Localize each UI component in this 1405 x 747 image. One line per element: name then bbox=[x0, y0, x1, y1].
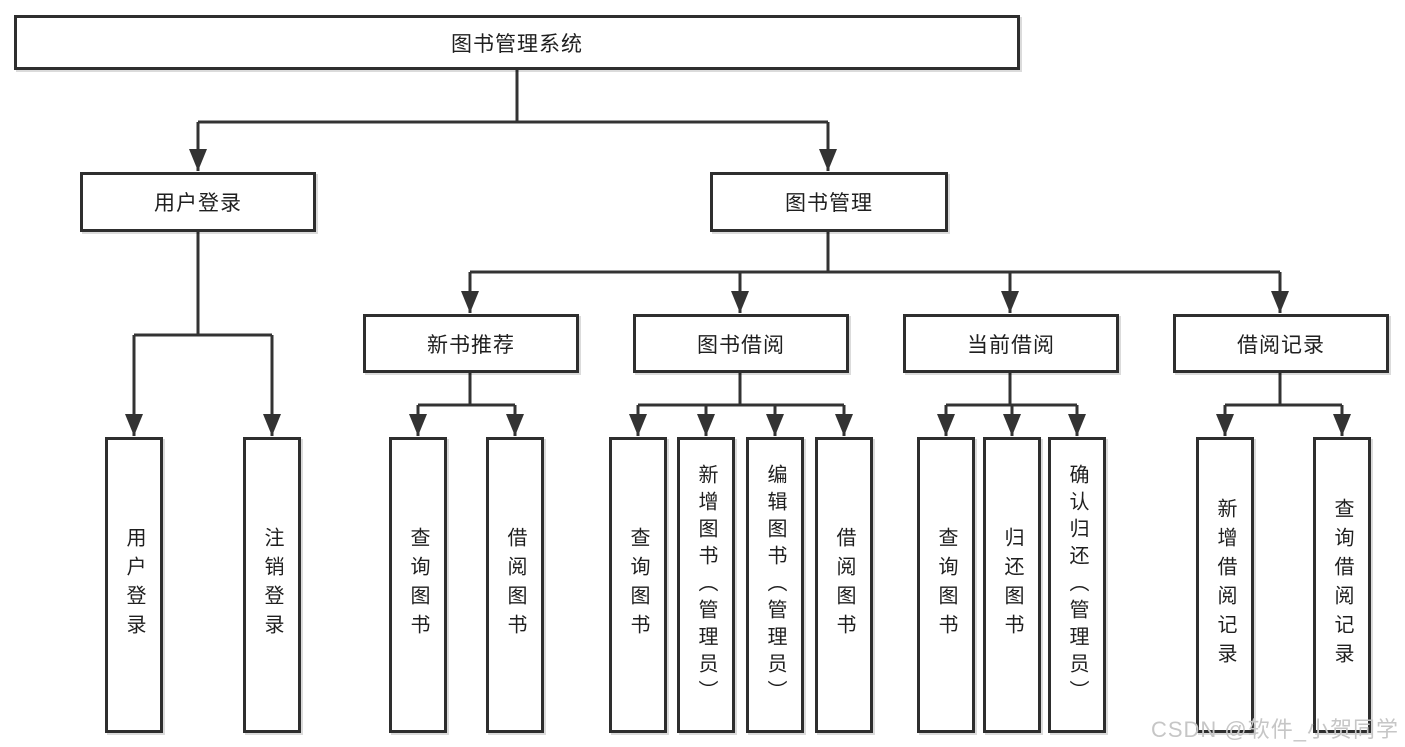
leaf-query-books-borrow: 查询图书 bbox=[609, 437, 667, 733]
leaf-borrow-books: 借阅图书 bbox=[815, 437, 873, 733]
leaf-edit-books-admin: 编辑图书（管理员） bbox=[746, 437, 804, 733]
node-label: 注销登录 bbox=[261, 527, 283, 643]
leaf-return-books: 归还图书 bbox=[983, 437, 1041, 733]
node-label: 借阅图书 bbox=[833, 527, 855, 643]
leaf-add-books-admin: 新增图书（管理员） bbox=[677, 437, 735, 733]
leaf-borrow-books-recommend: 借阅图书 bbox=[486, 437, 544, 733]
node-label: 确认归还（管理员） bbox=[1066, 463, 1088, 707]
node-label: 编辑图书（管理员） bbox=[764, 463, 786, 707]
node-new-book-recommendation: 新书推荐 bbox=[363, 314, 579, 373]
node-label: 查询图书 bbox=[627, 527, 649, 643]
leaf-logout-login: 注销登录 bbox=[243, 437, 301, 733]
node-library-management-system: 图书管理系统 bbox=[14, 15, 1020, 70]
node-current-borrowing: 当前借阅 bbox=[903, 314, 1119, 373]
leaf-query-borrow-record: 查询借阅记录 bbox=[1313, 437, 1371, 733]
leaf-query-books-recommend: 查询图书 bbox=[389, 437, 447, 733]
node-book-management: 图书管理 bbox=[710, 172, 948, 232]
node-label: 图书管理系统 bbox=[451, 32, 583, 56]
node-label: 用户登录 bbox=[154, 192, 242, 215]
leaf-add-borrow-record: 新增借阅记录 bbox=[1196, 437, 1254, 733]
node-borrowing-records: 借阅记录 bbox=[1173, 314, 1389, 373]
csdn-watermark: CSDN @软件_小贺同学 bbox=[1150, 717, 1399, 742]
node-label: 新书推荐 bbox=[427, 333, 515, 357]
node-label: 当前借阅 bbox=[967, 333, 1055, 357]
node-label: 新增图书（管理员） bbox=[695, 463, 717, 707]
leaf-confirm-return-admin: 确认归还（管理员） bbox=[1048, 437, 1106, 733]
node-label: 查询图书 bbox=[935, 527, 957, 643]
node-label: 借阅记录 bbox=[1237, 333, 1325, 357]
node-book-borrowing: 图书借阅 bbox=[633, 314, 849, 373]
leaf-query-books-current: 查询图书 bbox=[917, 437, 975, 733]
node-label: 用户登录 bbox=[123, 527, 145, 643]
leaf-user-login: 用户登录 bbox=[105, 437, 163, 733]
node-label: 图书管理 bbox=[785, 192, 873, 215]
node-label: 查询借阅记录 bbox=[1331, 498, 1353, 672]
node-label: 借阅图书 bbox=[504, 527, 526, 643]
node-user-login: 用户登录 bbox=[80, 172, 316, 232]
node-label: 新增借阅记录 bbox=[1214, 498, 1236, 672]
node-label: 查询图书 bbox=[407, 527, 429, 643]
node-label: 图书借阅 bbox=[697, 333, 785, 357]
node-label: 归还图书 bbox=[1001, 527, 1023, 643]
